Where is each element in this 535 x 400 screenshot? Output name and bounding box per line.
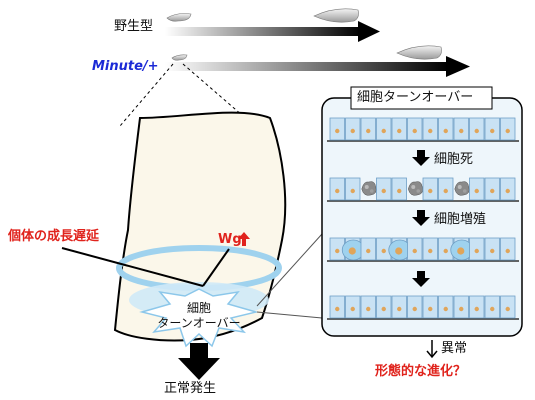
step-death-label: 細胞死 (434, 152, 474, 167)
growth-delay-pointer (61, 247, 204, 287)
cell-row (327, 295, 519, 320)
nucleus (474, 128, 479, 134)
nucleus (412, 248, 417, 254)
step-prolif-label: 細胞増殖 (434, 212, 487, 227)
nucleus (335, 248, 340, 254)
dying-cell (407, 181, 423, 196)
step-arrow-3 (412, 271, 430, 287)
up-arrow-icon (238, 232, 250, 246)
nucleus (335, 306, 340, 312)
center-label-line2: ターンオーバー (157, 316, 241, 330)
nucleus (505, 188, 510, 194)
nucleus (350, 188, 355, 194)
nucleus (428, 188, 433, 194)
larva-large-icon (313, 8, 359, 23)
nucleus (443, 128, 448, 134)
abnormal-label: 異常 (441, 341, 468, 356)
wg-label: Wg (218, 232, 242, 247)
nucleus (381, 188, 386, 194)
cell-row (327, 177, 519, 202)
nucleus (397, 306, 402, 312)
nucleus (505, 128, 510, 134)
step-arrow-1 (412, 150, 430, 166)
minute-arrow (165, 56, 470, 77)
morph-evo-label: 形態的な進化？ (375, 364, 467, 379)
nucleus (459, 306, 464, 312)
nucleus (381, 128, 386, 134)
nucleus (335, 128, 340, 134)
nucleus (490, 188, 495, 194)
callout-line-bottom (256, 311, 323, 319)
nucleus (350, 306, 355, 312)
nucleus (366, 248, 371, 254)
dying-cell (454, 181, 470, 196)
abnormal-arrow (426, 340, 438, 359)
larva-tiny-icon (171, 54, 188, 61)
nucleus (443, 188, 448, 194)
nucleus (505, 306, 510, 312)
nucleus (490, 306, 495, 312)
nucleus (366, 306, 371, 312)
normal-dev-label: 正常発生 (164, 381, 217, 396)
callout-line-top (256, 233, 323, 307)
growth-delay-label: 個体の成長遅延 (8, 229, 100, 244)
dying-cell (361, 181, 377, 196)
nucleus (459, 128, 464, 134)
center-label-line1: 細胞 (186, 301, 211, 315)
larva-minute-large-icon (396, 45, 442, 60)
nucleus (397, 128, 402, 134)
panel-title-box (350, 86, 493, 110)
nucleus (490, 128, 495, 134)
zoom-line-left (119, 63, 174, 127)
cell-rows (327, 117, 519, 320)
cell-row (327, 237, 519, 262)
larva-small-icon (166, 13, 192, 22)
normal-dev-arrow (178, 343, 220, 380)
wildtype-arrow (165, 21, 380, 42)
cell-row (327, 117, 519, 142)
nucleus (505, 248, 510, 254)
nucleus (443, 306, 448, 312)
step-arrow-2 (412, 210, 430, 226)
wg-pointer (202, 248, 230, 287)
nucleus (474, 248, 479, 254)
nucleus (474, 188, 479, 194)
nucleus (443, 248, 448, 254)
nucleus (397, 188, 402, 194)
nucleus (428, 306, 433, 312)
nucleus (350, 128, 355, 134)
nucleus (335, 188, 340, 194)
nucleus (381, 248, 386, 254)
nucleus (366, 128, 371, 134)
nucleus (490, 248, 495, 254)
panel-title: 細胞ターンオーバー (357, 90, 474, 105)
nucleus (428, 128, 433, 134)
nucleus (381, 306, 386, 312)
nucleus (474, 306, 479, 312)
turnover-burst-shape (139, 288, 259, 348)
minute-label: Minute/+ (92, 59, 159, 74)
nucleus (412, 128, 417, 134)
wild-type-label: 野生型 (114, 19, 154, 34)
nucleus (428, 248, 433, 254)
nucleus (412, 306, 417, 312)
